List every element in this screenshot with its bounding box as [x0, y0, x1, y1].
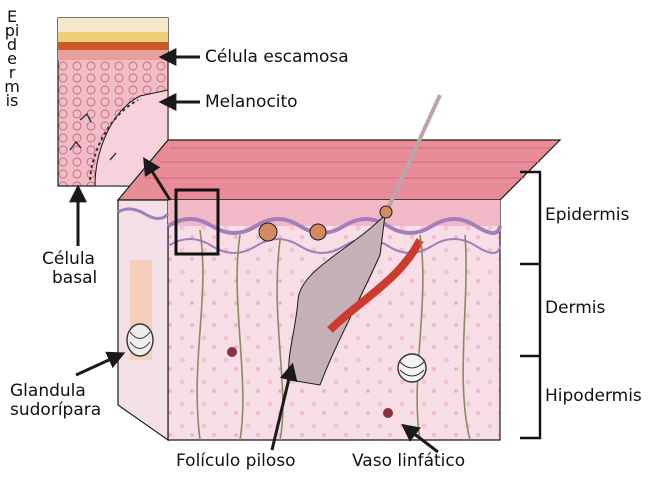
label-celula-escamosa: Célula escamosa: [205, 48, 349, 67]
label-foliculo-piloso: Folículo piloso: [176, 452, 296, 471]
label-dermis: Dermis: [545, 299, 605, 318]
skin-block: [118, 95, 560, 440]
label-celula-basal-1: Célula: [42, 250, 95, 269]
epidermis-vertical-label: Epidermis: [4, 10, 20, 108]
label-celula-basal-2: basal: [52, 269, 97, 288]
label-epidermis: Epidermis: [545, 206, 629, 225]
label-melanocito: Melanocito: [205, 93, 298, 112]
label-glandula-1: Glandula: [10, 382, 86, 401]
label-hipodermis: Hipodermis: [545, 387, 642, 406]
label-vaso-linfatico: Vaso linfático: [352, 452, 465, 471]
layer-brackets: [520, 172, 540, 438]
label-glandula-2: sudorípara: [10, 401, 101, 420]
